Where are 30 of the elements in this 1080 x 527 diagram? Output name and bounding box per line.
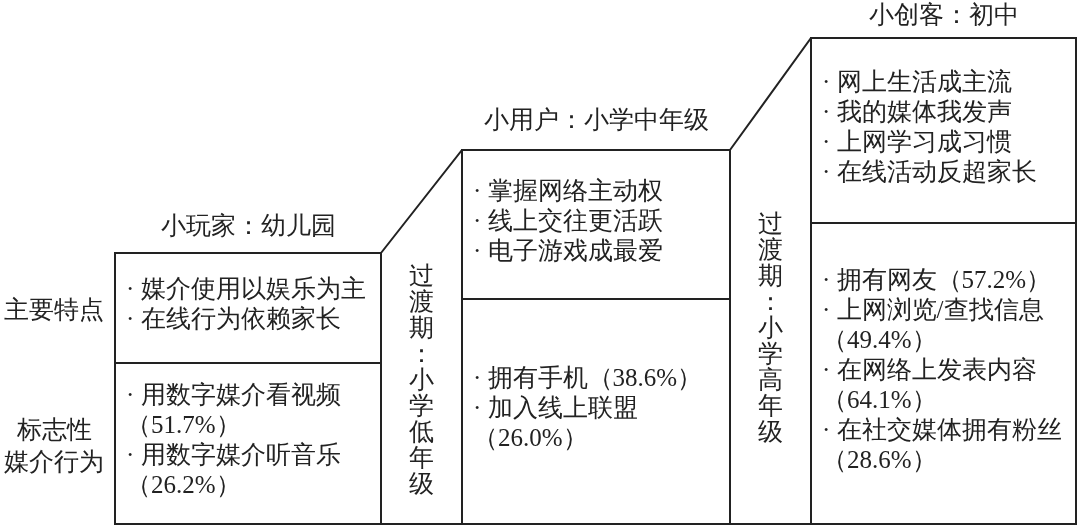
bullet-item: · 用数字媒介听音乐（26.2%） [126, 439, 342, 500]
stage-heading: 小创客：初中 [868, 0, 1019, 30]
bullet-item: · 上网学习成习惯 [822, 126, 1013, 157]
bullet-item: · 加入线上联盟（26.0%） [473, 392, 639, 453]
bullet-item: · 上网浏览/查找信息（49.4%） [822, 294, 1045, 355]
stage-heading: 小玩家：幼儿园 [160, 211, 336, 241]
bullet-item: · 在社交媒体拥有粉丝（28.6%） [822, 414, 1063, 475]
bullet-item: · 拥有手机（38.6%） [473, 362, 704, 393]
bullet-item: · 媒介使用以娱乐为主 [126, 274, 367, 304]
transition-band [380, 149, 463, 525]
bullet-item: · 网上生活成主流 [822, 66, 1013, 97]
bullet-item: · 拥有网友（57.2%） [822, 264, 1053, 295]
transition-band [729, 37, 812, 525]
bullet-item: · 在网络上发表内容（64.1%） [822, 354, 1038, 415]
bullet-item: · 线上交往更活跃 [473, 205, 664, 236]
band-label: 过渡期：小学高年级 [757, 211, 784, 445]
bullet-item: · 在线行为依赖家长 [126, 304, 342, 334]
band-label: 过渡期：小学低年级 [408, 263, 435, 497]
bullet-item: · 用数字媒介看视频（51.7%） [126, 379, 342, 440]
media-behavior-cell [114, 362, 382, 525]
bullet-item: · 电子游戏成最爱 [473, 235, 664, 266]
bullet-item: · 我的媒体我发声 [822, 96, 1013, 127]
media-behavior-cell [810, 222, 1077, 525]
bullet-item: · 在线活动反超家长 [822, 156, 1038, 187]
row-heading: 主要特点 [3, 295, 105, 325]
bullet-item: · 掌握网络主动权 [473, 175, 664, 206]
characteristics-cell [114, 252, 382, 364]
characteristics-cell [810, 37, 1077, 224]
stage-heading: 小用户：小学中年级 [483, 105, 709, 135]
row-heading: 标志性媒介行为 [4, 415, 105, 477]
